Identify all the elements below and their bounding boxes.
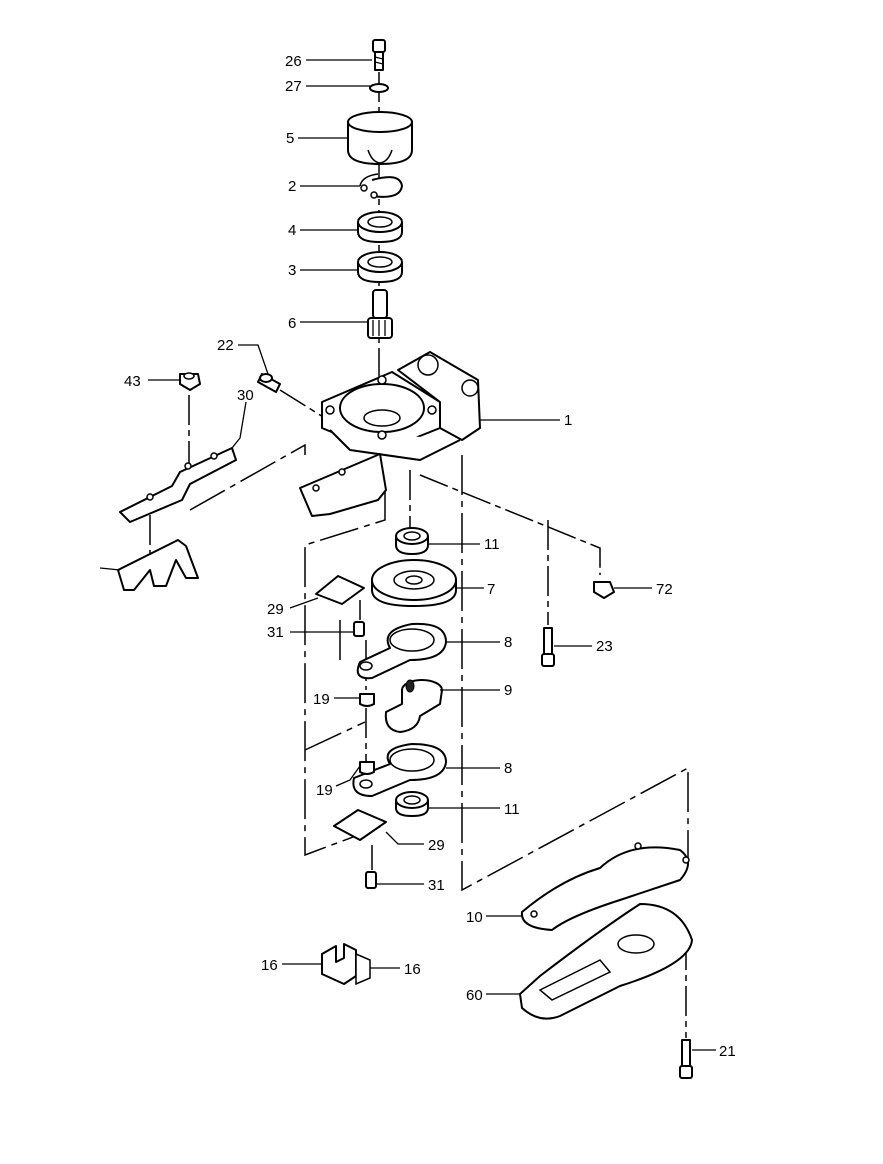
callout-11-lower: 11	[504, 801, 520, 818]
callout-29-upper: 29	[267, 601, 284, 618]
callout-31-lower: 31	[428, 877, 445, 894]
callout-19-lower: 19	[316, 782, 333, 799]
callout-9: 9	[504, 682, 512, 699]
callout-4: 4	[288, 222, 296, 239]
callout-10: 10	[466, 909, 483, 926]
bearing-11-lower	[395, 791, 429, 817]
screw-26	[372, 39, 386, 71]
shaft-6	[367, 289, 393, 339]
callout-72: 72	[656, 581, 673, 598]
callout-2: 2	[288, 178, 296, 195]
blade-comb	[99, 539, 199, 591]
nut-43	[179, 372, 201, 391]
callout-29-lower: 29	[428, 837, 445, 854]
cap-5	[347, 111, 413, 165]
exploded-view-frame	[189, 443, 689, 892]
callout-6: 6	[288, 315, 296, 332]
bearing-4	[357, 211, 403, 243]
nut-72	[593, 581, 615, 599]
connecting-rod-8-upper	[356, 622, 447, 680]
callout-8-upper: 8	[504, 634, 512, 651]
bolt-23	[541, 627, 555, 667]
leader-lines	[148, 59, 716, 1051]
callout-21: 21	[719, 1043, 736, 1060]
callout-19-upper: 19	[313, 691, 330, 708]
gear-7	[371, 559, 457, 607]
bushing-19-upper	[359, 693, 375, 707]
callout-11-upper: 11	[484, 536, 500, 553]
callout-60: 60	[466, 987, 483, 1004]
callout-43: 43	[124, 373, 141, 390]
bushing-19-lower	[359, 761, 375, 775]
callout-23: 23	[596, 638, 613, 655]
crank-9	[384, 679, 443, 733]
blade-holder	[299, 453, 387, 517]
callout-7: 7	[487, 581, 495, 598]
callout-16-left: 16	[261, 957, 278, 974]
gear-case-1	[321, 351, 481, 461]
gear-cover-60	[519, 903, 693, 1020]
screw-31-lower	[365, 871, 377, 889]
callout-8-lower: 8	[504, 760, 512, 777]
callout-5: 5	[286, 130, 294, 147]
callout-3: 3	[288, 262, 296, 279]
callout-30: 30	[237, 387, 254, 404]
screw-31-upper	[353, 621, 365, 637]
callout-16-right: 16	[404, 961, 421, 978]
callout-31-upper: 31	[267, 624, 284, 641]
bearing-11-upper	[395, 527, 429, 555]
snap-ring-2	[359, 173, 403, 199]
rubber-block-16	[321, 943, 371, 986]
callout-22: 22	[217, 337, 234, 354]
callout-26: 26	[285, 53, 302, 70]
callout-1: 1	[564, 412, 572, 429]
connecting-rod-8-lower	[352, 743, 447, 797]
washer-27	[369, 83, 389, 93]
blade-plate-30	[119, 447, 237, 523]
callout-labels: 26 27 5 2 4 3 6 22 43 30 1 11 7 72 29 31…	[124, 53, 736, 1060]
bearing-3	[357, 251, 403, 283]
plate-29-lower	[333, 809, 387, 841]
gasket-10	[520, 842, 690, 931]
callout-27: 27	[285, 78, 302, 95]
bolt-21	[679, 1039, 693, 1079]
grease-nipple-22	[257, 373, 281, 393]
plate-29-upper	[315, 575, 365, 605]
